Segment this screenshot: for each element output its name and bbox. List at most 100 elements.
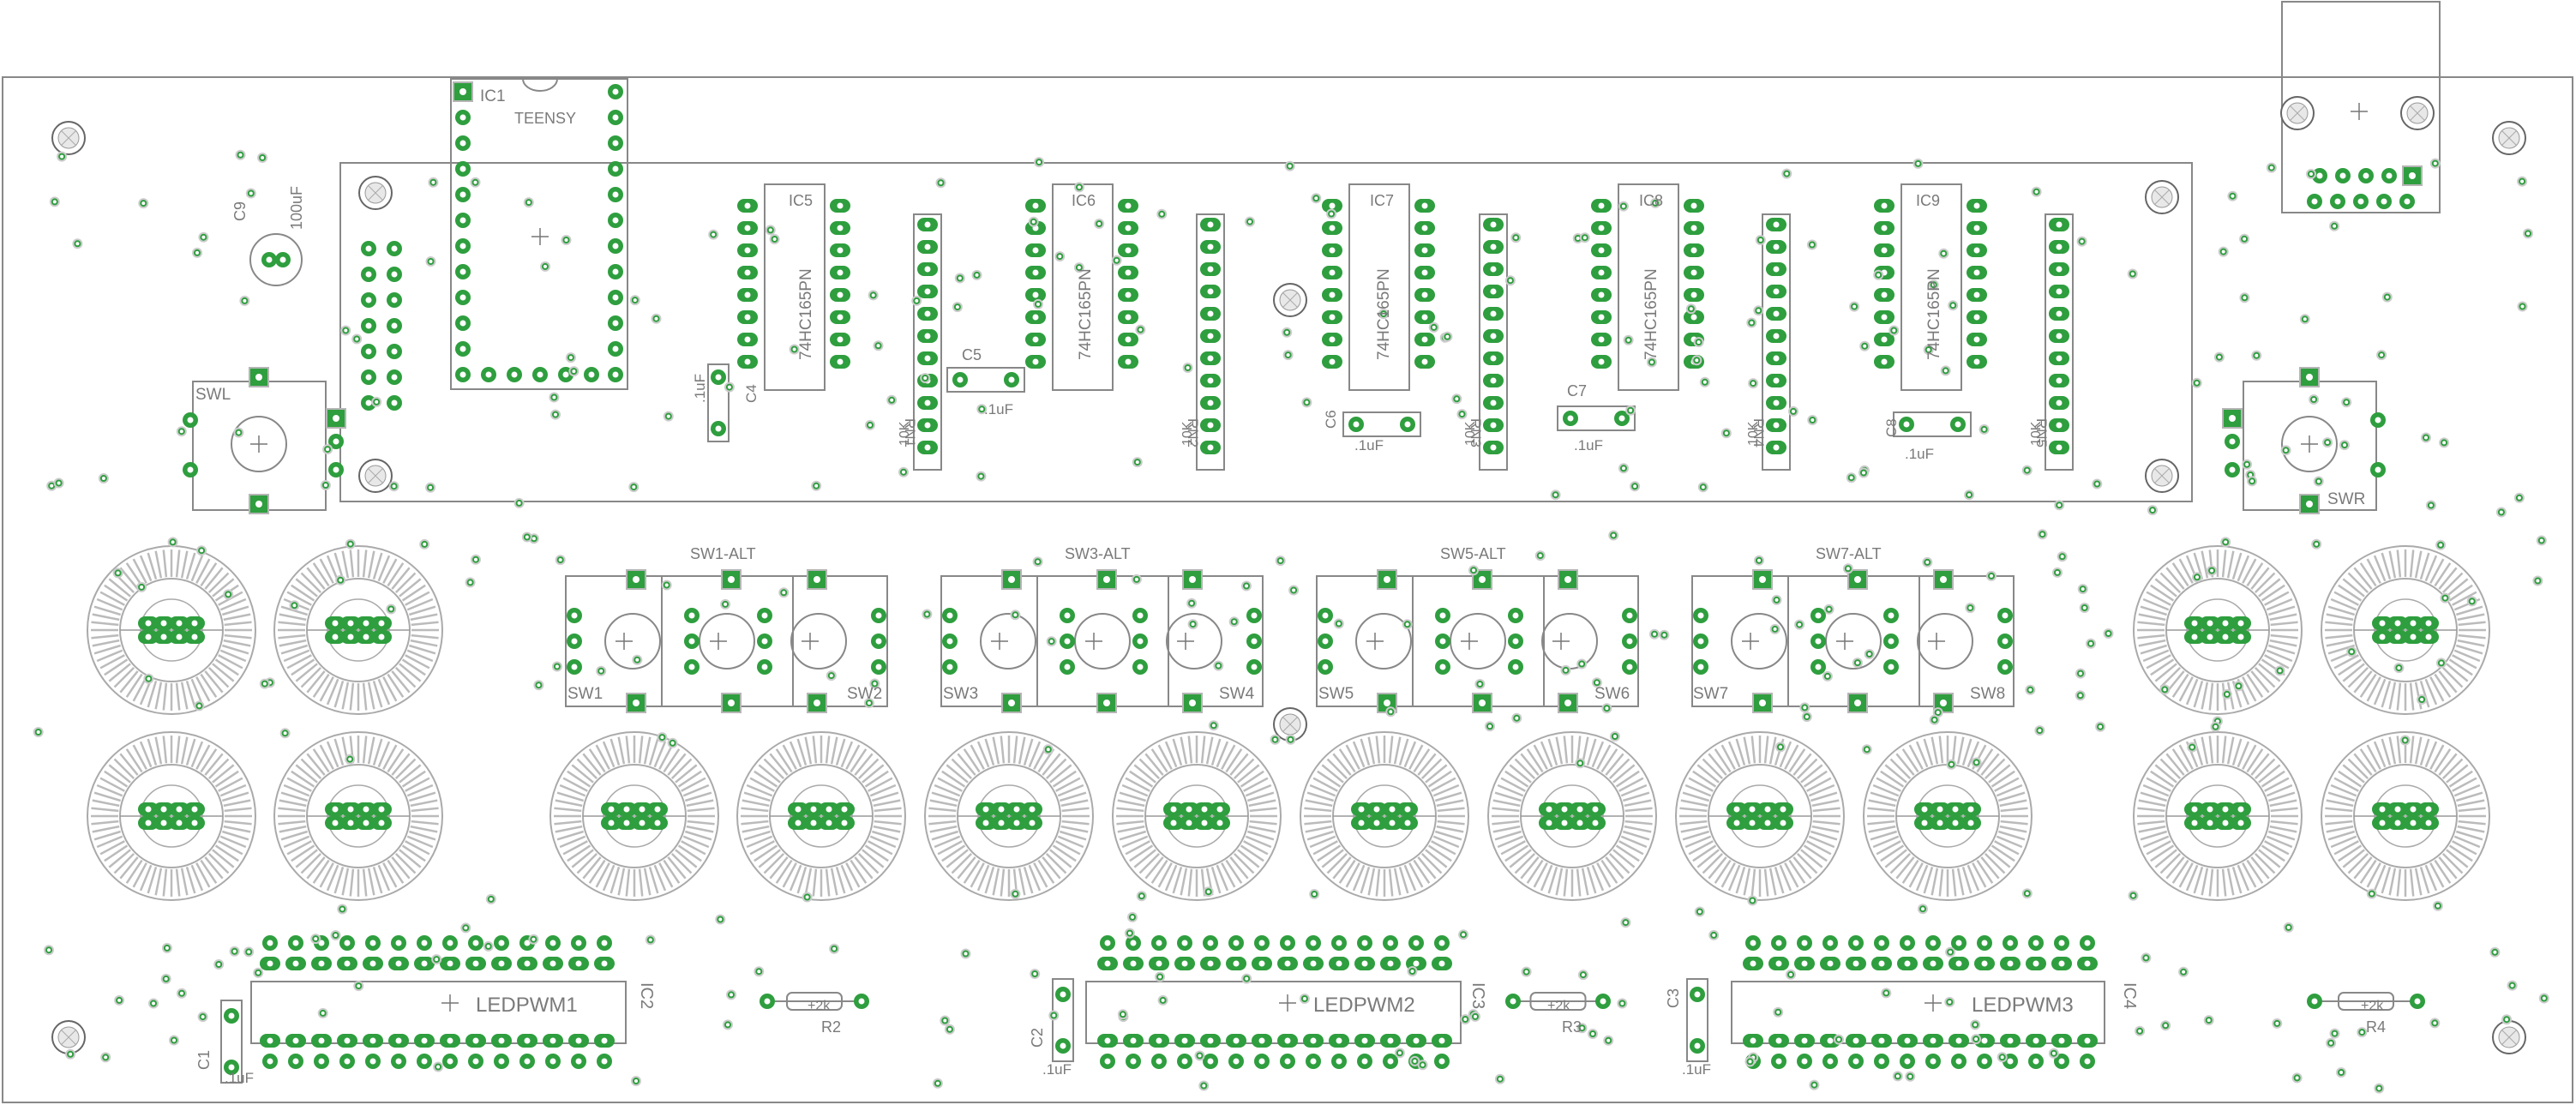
encoder-tick	[333, 680, 345, 708]
via	[528, 934, 539, 945]
encoder-tick	[1600, 859, 1618, 884]
encoder-tick	[204, 856, 224, 880]
encoder-tick	[1702, 758, 1724, 780]
encoder-tick	[2142, 649, 2170, 663]
encoder-outer-ring	[1487, 731, 1657, 901]
encoder-tick	[300, 572, 322, 594]
via	[1618, 463, 1629, 474]
via	[1485, 721, 1495, 732]
ic-pin-pad	[1322, 355, 1342, 369]
encoder-tick	[221, 791, 249, 802]
encoder-tick	[406, 784, 434, 797]
driver-pin-pad	[1432, 957, 1452, 970]
rn-pin-pad	[917, 351, 938, 365]
ic-pin-pad	[737, 221, 758, 235]
encoder-tick	[2242, 676, 2257, 702]
driver-pin-pad	[1331, 1054, 1347, 1069]
encoder-pad	[1397, 802, 1418, 816]
via	[2366, 888, 2377, 899]
encoder-tick	[2171, 859, 2189, 884]
encoder-tick	[1497, 835, 1524, 849]
encoder-tick	[2327, 791, 2356, 802]
encoder-tick	[1750, 736, 1756, 764]
encoder-tick	[1437, 820, 1465, 826]
via	[2239, 292, 2250, 303]
via	[433, 1061, 444, 1072]
via	[353, 981, 364, 992]
via	[192, 247, 202, 258]
encoder-tick	[2359, 673, 2377, 698]
via	[2037, 529, 2048, 540]
via	[470, 177, 481, 188]
encoder-tick	[2264, 777, 2290, 792]
encoder-tick	[625, 868, 631, 897]
cap-pad	[1055, 987, 1071, 1002]
switch-actuator	[1074, 613, 1131, 670]
encoder-tick	[1792, 856, 1812, 880]
encoder-tick	[602, 741, 615, 768]
via	[1034, 157, 1045, 168]
via	[540, 261, 550, 272]
encoder-tick	[2201, 736, 2209, 765]
ic-pin-pad	[1118, 199, 1138, 213]
driver-pin-pad	[417, 1054, 432, 1069]
encoder-tick	[367, 736, 375, 765]
encoder-tick	[2396, 549, 2402, 578]
encoder-tick	[147, 866, 158, 894]
rn-pin-pad	[1766, 218, 1786, 231]
encoder-tick	[1514, 758, 1536, 780]
via	[1127, 911, 1138, 922]
via	[1042, 744, 1054, 755]
encoder-tick	[1045, 758, 1067, 780]
encoder-tick	[2388, 736, 2397, 765]
via	[1442, 331, 1453, 342]
encoder-tick	[1586, 738, 1597, 766]
encoder-tick	[2438, 567, 2458, 590]
encoder-tick	[2267, 791, 2296, 802]
encoder-tick	[99, 840, 125, 856]
driver-pin-pad	[1874, 1054, 1889, 1069]
encoder-tick	[108, 849, 131, 868]
encoder-pad	[2418, 816, 2439, 830]
via	[1699, 376, 1710, 387]
encoder-tick	[2347, 666, 2369, 688]
encoder-tick	[1514, 852, 1536, 874]
ic-pin-pad	[1967, 310, 1987, 324]
via	[425, 482, 436, 493]
encoder-tick	[1727, 741, 1741, 768]
encoder-tick	[280, 830, 309, 841]
encoder-tick	[410, 825, 438, 833]
encoder-pad	[371, 802, 392, 816]
encoder-tick	[1000, 868, 1006, 897]
switch-pad	[807, 693, 827, 713]
c1-label: C1	[195, 1050, 213, 1070]
encoder-tick	[2452, 840, 2477, 856]
encoder-tick	[1345, 862, 1360, 888]
encoder-pad	[2418, 802, 2439, 816]
encoder-tick	[214, 770, 239, 788]
ic-pin-pad	[1684, 199, 1704, 213]
encoder-tick	[677, 844, 702, 862]
driver-pin-pad	[1200, 957, 1221, 970]
resistor-body	[2338, 992, 2394, 1011]
encoder-tick	[609, 866, 621, 894]
encoder-tick	[1229, 753, 1249, 776]
led-driver	[1731, 935, 2105, 1069]
encoder-tick	[319, 676, 334, 702]
rn-pin-pad	[1200, 307, 1221, 321]
encoder-tick	[2250, 567, 2270, 590]
switch-actuator	[980, 613, 1036, 670]
encoder-tick	[372, 866, 383, 894]
ic-pin-pad	[1322, 221, 1342, 235]
driver-pin-pad	[543, 1034, 563, 1048]
driver-center-mark	[441, 994, 459, 1012]
encoder-tick	[1216, 741, 1229, 768]
switch-pad	[721, 569, 742, 590]
via	[1054, 251, 1066, 262]
encoder-tick	[2409, 736, 2415, 764]
via	[2221, 688, 2232, 700]
encoder-tick	[280, 791, 309, 802]
via	[715, 914, 726, 925]
driver-pin-pad	[1383, 935, 1398, 951]
via	[1470, 1011, 1480, 1022]
